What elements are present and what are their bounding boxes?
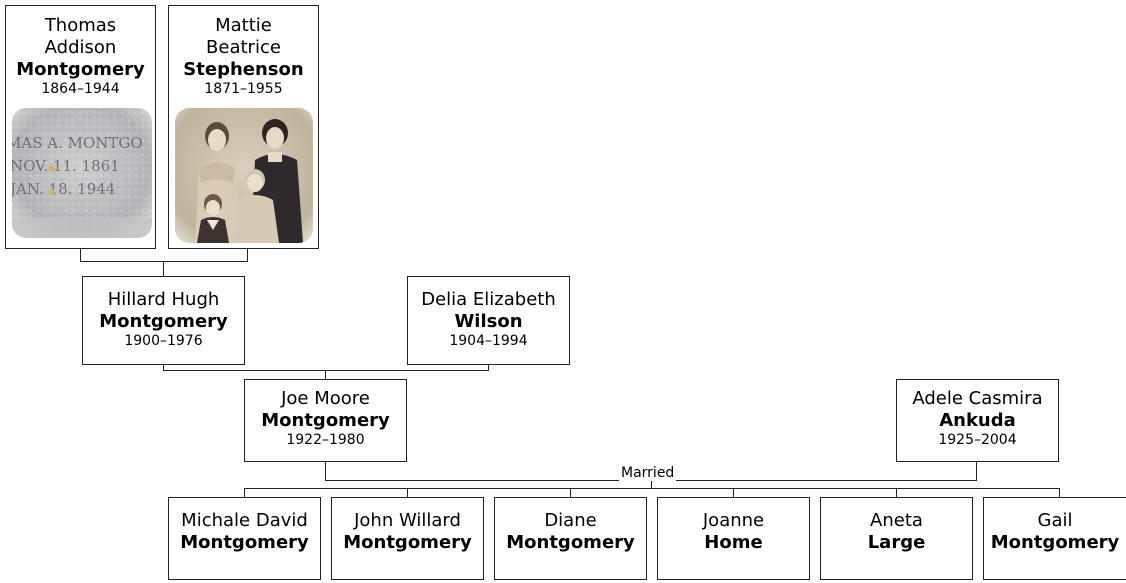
connector-line: [896, 488, 897, 497]
connector-line: [570, 488, 571, 497]
child-card-john[interactable]: John Willard Montgomery: [331, 497, 484, 580]
svg-text:MAS A. MONTGO: MAS A. MONTGO: [12, 134, 143, 152]
person-card-delia[interactable]: Delia Elizabeth Wilson 1904–1994: [407, 276, 570, 365]
given-name-line2: Addison: [44, 37, 117, 58]
given-name-line1: Thomas: [44, 15, 117, 36]
family-photo-image: [175, 108, 313, 243]
given-name: Gail: [1037, 510, 1073, 531]
connector-line: [80, 248, 81, 261]
given-name-line2: Beatrice: [206, 37, 281, 58]
connector-line: [325, 461, 326, 481]
surname: Montgomery: [99, 311, 228, 332]
person-card-joe[interactable]: Joe Moore Montgomery 1922–1980: [244, 379, 407, 462]
child-card-michale[interactable]: Michale David Montgomery: [168, 497, 321, 580]
connector-line: [163, 364, 164, 371]
gravestone-image: MAS A. MONTGO NOV. 11. 1861 JAN. 18. 194…: [12, 108, 152, 238]
connector-line: [163, 370, 489, 371]
surname: Home: [704, 532, 763, 553]
connector-line: [1059, 488, 1060, 497]
person-card-hillard[interactable]: Hillard Hugh Montgomery 1900–1976: [82, 276, 245, 365]
given-name: Joe Moore: [281, 388, 370, 409]
surname: Large: [867, 532, 926, 553]
given-name: Joanne: [702, 510, 765, 531]
lifespan: 1864–1944: [41, 81, 120, 97]
lifespan: 1922–1980: [286, 432, 365, 448]
connector-line: [325, 370, 326, 380]
given-name-line1: Mattie: [215, 15, 272, 36]
given-name: Hillard Hugh: [107, 289, 220, 310]
connector-line: [407, 488, 408, 497]
given-name: John Willard: [354, 510, 461, 531]
connector-line: [976, 461, 977, 481]
given-name: Aneta: [870, 510, 923, 531]
surname: Stephenson: [183, 59, 304, 80]
connector-line: [247, 248, 248, 261]
connector-line: [80, 261, 248, 262]
lifespan: 1900–1976: [124, 333, 203, 349]
given-name: Delia Elizabeth: [421, 289, 556, 310]
svg-text:NOV. 11. 1861: NOV. 11. 1861: [12, 157, 120, 175]
given-name: Michale David: [181, 510, 308, 531]
gravestone-photo: MAS A. MONTGO NOV. 11. 1861 JAN. 18. 194…: [12, 108, 152, 238]
connector-line: [488, 364, 489, 371]
lifespan: 1925–2004: [938, 432, 1017, 448]
family-photo: [175, 108, 313, 243]
person-card-adele[interactable]: Adele Casmira Ankuda 1925–2004: [896, 379, 1059, 462]
surname: Montgomery: [261, 410, 390, 431]
surname: Montgomery: [343, 532, 472, 553]
child-card-diane[interactable]: Diane Montgomery: [494, 497, 647, 580]
surname: Montgomery: [990, 532, 1120, 553]
child-card-gail[interactable]: Gail Montgomery: [983, 497, 1126, 580]
child-card-aneta[interactable]: Aneta Large: [820, 497, 973, 580]
sibling-line: [244, 488, 1059, 489]
surname: Ankuda: [939, 410, 1016, 431]
connector-line: [163, 261, 164, 276]
surname: Montgomery: [16, 59, 145, 80]
surname: Montgomery: [506, 532, 635, 553]
surname: Wilson: [454, 311, 523, 332]
svg-text:JAN. 18. 1944: JAN. 18. 1944: [12, 180, 115, 198]
lifespan: 1904–1994: [449, 333, 528, 349]
child-card-joanne[interactable]: Joanne Home: [657, 497, 810, 580]
connector-line: [244, 488, 245, 497]
connector-line: [733, 488, 734, 497]
married-label: Married: [619, 465, 677, 481]
surname: Montgomery: [180, 532, 309, 553]
given-name: Adele Casmira: [912, 388, 1043, 409]
lifespan: 1871–1955: [204, 81, 283, 97]
given-name: Diane: [544, 510, 597, 531]
connector-line: [651, 480, 652, 489]
